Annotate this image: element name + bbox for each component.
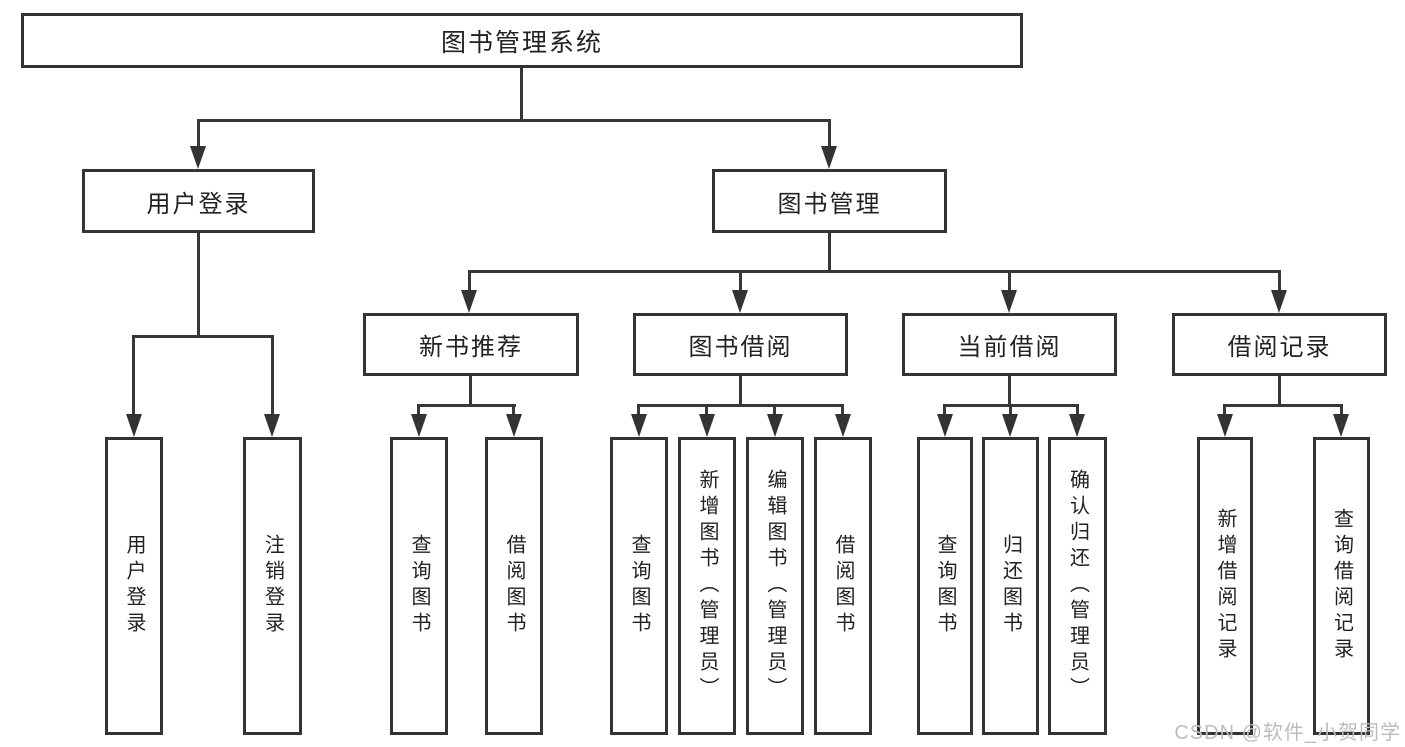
node-user-login: 用户登录 [82, 169, 315, 233]
node-library-management-system: 图书管理系统 [21, 13, 1023, 68]
arrow-down-icon [937, 414, 953, 437]
connector-line [520, 66, 523, 122]
node-leaf-user-login: 用户登录 [105, 437, 163, 735]
node-label: 注销登录 [261, 534, 284, 638]
connector-line [417, 404, 420, 416]
node-leaf-return-books: 归还图书 [982, 437, 1039, 735]
connector-line [468, 270, 471, 292]
connector-line [828, 119, 831, 148]
arrow-down-icon [1002, 414, 1018, 437]
node-label: 借阅图书 [832, 534, 854, 638]
connector-line [1278, 376, 1281, 407]
node-leaf-add-borrow-record: 新增借阅记录 [1197, 437, 1253, 735]
node-leaf-query-books-borrowing: 查询图书 [610, 437, 668, 735]
arrow-down-icon [1069, 414, 1085, 437]
arrow-down-icon [732, 290, 748, 313]
arrow-down-icon [821, 146, 837, 169]
node-new-book-recommend: 新书推荐 [363, 313, 579, 376]
connector-line [132, 335, 135, 416]
node-label: 查询图书 [934, 534, 956, 638]
connector-line [132, 335, 274, 338]
node-book-borrowing: 图书借阅 [633, 313, 848, 376]
arrow-down-icon [1333, 414, 1349, 437]
node-label: 图书借阅 [688, 334, 793, 361]
arrow-down-icon [631, 414, 647, 437]
connector-line [1223, 404, 1226, 416]
connector-line [469, 376, 472, 407]
connector-line [271, 335, 274, 416]
arrow-down-icon [506, 414, 522, 437]
node-leaf-logout: 注销登录 [243, 437, 302, 735]
node-borrowing-records: 借阅记录 [1172, 313, 1387, 376]
node-label: 查询图书 [408, 534, 430, 638]
connector-line [1278, 270, 1281, 292]
connector-line [1340, 404, 1343, 416]
connector-line [1223, 404, 1343, 407]
node-leaf-edit-books-admin: 编辑图书（管理员） [746, 437, 804, 735]
connector-line [197, 119, 831, 122]
connector-line [1008, 270, 1011, 292]
node-label: 新增图书（管理员） [696, 469, 718, 703]
connector-line [1076, 404, 1079, 416]
connector-line [197, 233, 200, 338]
node-label: 图书管理系统 [440, 28, 603, 57]
connector-line [637, 404, 844, 407]
node-leaf-query-books-recommend: 查询图书 [390, 437, 448, 735]
connector-line [1008, 376, 1011, 407]
watermark: CSDN @软件_小贺同学 [1174, 722, 1401, 744]
node-leaf-query-borrow-record: 查询借阅记录 [1313, 437, 1370, 735]
node-label: 用户登录 [123, 534, 145, 638]
arrow-down-icon [1271, 290, 1287, 313]
connector-line [943, 404, 946, 416]
node-label: 查询图书 [628, 534, 650, 638]
node-label: 图书管理 [777, 190, 882, 218]
connector-line [417, 404, 516, 407]
node-label: 借阅记录 [1227, 334, 1332, 361]
arrow-down-icon [461, 290, 477, 313]
node-leaf-confirm-return-admin: 确认归还（管理员） [1048, 437, 1107, 735]
node-label: 新书推荐 [419, 334, 523, 361]
node-label: 确认归还（管理员） [1066, 469, 1089, 703]
node-current-borrowing: 当前借阅 [902, 313, 1117, 376]
node-leaf-query-books-current: 查询图书 [917, 437, 973, 735]
node-book-management: 图书管理 [712, 169, 947, 233]
connector-line [637, 404, 640, 416]
arrow-down-icon [411, 414, 427, 437]
connector-line [197, 119, 200, 148]
arrow-down-icon [835, 414, 851, 437]
arrow-down-icon [699, 414, 715, 437]
node-label: 当前借阅 [957, 334, 1062, 361]
arrow-down-icon [126, 414, 142, 437]
connector-line [773, 404, 776, 416]
connector-line [739, 376, 742, 407]
arrow-down-icon [190, 146, 206, 169]
node-label: 新增借阅记录 [1214, 508, 1236, 664]
connector-line [1009, 404, 1012, 416]
node-leaf-borrow-books-borrowing: 借阅图书 [814, 437, 872, 735]
arrow-down-icon [264, 414, 280, 437]
arrow-down-icon [767, 414, 783, 437]
node-leaf-add-books-admin: 新增图书（管理员） [678, 437, 736, 735]
connector-line [468, 270, 1281, 273]
node-label: 用户登录 [146, 190, 251, 218]
connector-line [841, 404, 844, 416]
node-label: 编辑图书（管理员） [764, 469, 786, 703]
connector-line [739, 270, 742, 292]
connector-line [512, 404, 515, 416]
arrow-down-icon [1001, 290, 1017, 313]
node-label: 借阅图书 [503, 534, 525, 638]
node-label: 归还图书 [999, 534, 1022, 638]
node-leaf-borrow-books-recommend: 借阅图书 [485, 437, 543, 735]
connector-line [705, 404, 708, 416]
node-label: 查询借阅记录 [1330, 508, 1353, 664]
arrow-down-icon [1217, 414, 1233, 437]
connector-line [828, 233, 831, 273]
